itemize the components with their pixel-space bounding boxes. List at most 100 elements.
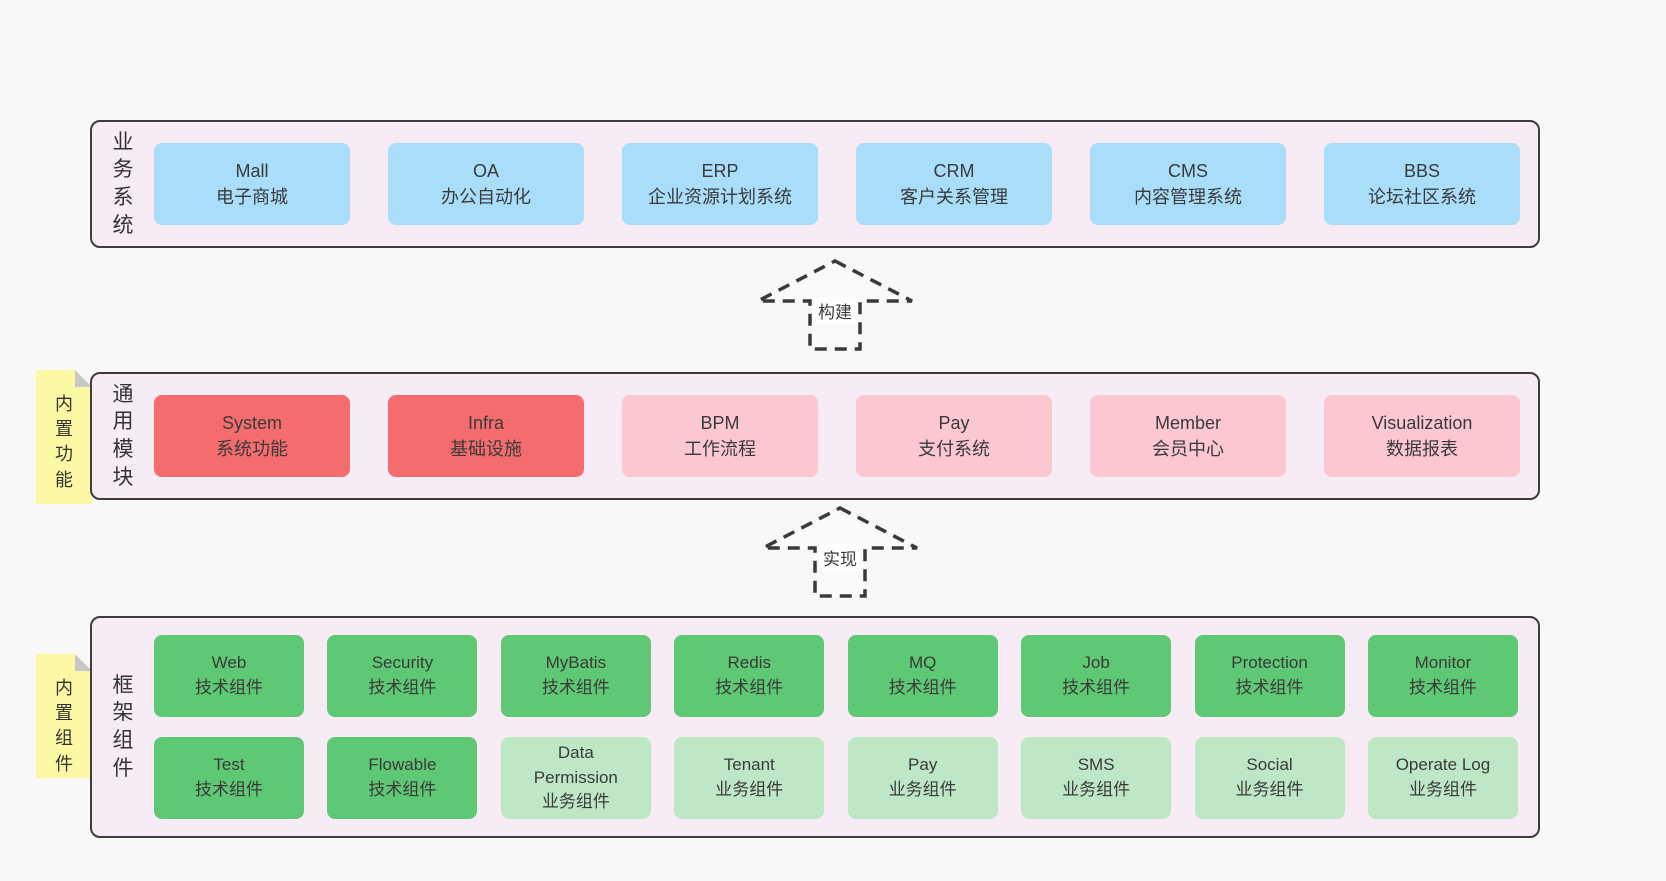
common-modules-layer: 通用模块 System 系统功能 Infra 基础设施 BPM 工作流程 Pay… (90, 372, 1540, 500)
box-title: Infra (467, 412, 505, 433)
box-title: SMS (1077, 755, 1115, 775)
box-title: Monitor (1414, 653, 1472, 673)
box-title: MQ (908, 653, 937, 673)
box-member: Member 会员中心 (1090, 395, 1286, 477)
built-in-components-note: 内置组件 (36, 654, 92, 778)
box-subtitle: 业务组件 (1408, 780, 1477, 799)
build-arrow-label: 构建 (814, 297, 856, 324)
box-title: Mall (235, 160, 269, 181)
box-security: Security 技术组件 (327, 635, 478, 717)
box-title: CRM (933, 160, 975, 181)
box-mall: Mall 电子商城 (154, 143, 350, 225)
box-subtitle: 技术组件 (888, 678, 957, 697)
box-title: Visualization (1371, 412, 1473, 433)
box-subtitle: 会员中心 (1152, 439, 1224, 459)
framework-components-label: 框架组件 (92, 618, 154, 836)
box-title: System (221, 412, 282, 433)
box-subtitle: 业务组件 (888, 780, 957, 799)
box-subtitle: 企业资源计划系统 (648, 187, 792, 207)
box-title: Operate Log (1395, 755, 1491, 775)
box-subtitle: 基础设施 (450, 439, 522, 459)
box-erp: ERP 企业资源计划系统 (622, 143, 818, 225)
box-title: Flowable (368, 755, 437, 775)
box-subtitle: 业务组件 (1062, 780, 1131, 799)
box-title: Social (1246, 755, 1293, 775)
box-test: Test 技术组件 (154, 737, 304, 819)
business-systems-boxes: Mall 电子商城 OA 办公自动化 ERP 企业资源计划系统 CRM 客户关系… (154, 122, 1538, 246)
box-title: Tenant (723, 755, 775, 775)
box-tenant: Tenant 业务组件 (674, 737, 825, 819)
box-subtitle: 技术组件 (1235, 678, 1304, 697)
box-title: Test (213, 755, 245, 775)
box-title: Pay (908, 755, 938, 775)
built-in-features-note: 内置功能 (36, 370, 92, 504)
box-title: ERP (701, 160, 739, 181)
box-subtitle: 业务组件 (541, 792, 610, 812)
note-text: 内置功能 (55, 394, 73, 490)
implement-arrow-label: 实现 (819, 544, 861, 571)
build-arrow: 构建 (750, 257, 920, 353)
box-redis: Redis 技术组件 (674, 635, 825, 717)
box-subtitle: 论坛社区系统 (1368, 187, 1476, 207)
box-subtitle: 技术组件 (541, 678, 610, 697)
box-subtitle: 内容管理系统 (1134, 187, 1242, 207)
box-title: MyBatis (545, 653, 607, 673)
framework-components-boxes: Web 技术组件 Security 技术组件 MyBatis 技术组件 Redi… (154, 618, 1538, 836)
box-subtitle: 业务组件 (1235, 780, 1304, 799)
common-modules-boxes: System 系统功能 Infra 基础设施 BPM 工作流程 Pay 支付系统… (154, 374, 1538, 498)
box-monitor: Monitor 技术组件 (1367, 635, 1518, 717)
box-social: Social 业务组件 (1194, 737, 1345, 819)
box-web: Web 技术组件 (154, 635, 304, 717)
box-subtitle: 工作流程 (684, 439, 756, 459)
box-bbs: BBS 论坛社区系统 (1324, 143, 1520, 225)
box-title: Pay (938, 412, 970, 433)
box-job: Job 技术组件 (1021, 635, 1172, 717)
box-title: BPM (700, 412, 740, 433)
box-oa: OA 办公自动化 (388, 143, 584, 225)
box-pay-component: Pay 业务组件 (847, 737, 998, 819)
box-subtitle: 电子商城 (216, 187, 288, 207)
box-title: BBS (1403, 160, 1441, 181)
box-protection: Protection 技术组件 (1194, 635, 1345, 717)
box-title: Web (211, 653, 247, 673)
box-pay-module: Pay 支付系统 (856, 395, 1052, 477)
box-data-permission: Data Permission 业务组件 (500, 737, 651, 819)
box-system: System 系统功能 (154, 395, 350, 477)
box-bpm: BPM 工作流程 (622, 395, 818, 477)
layer-label-text: 业务系统 (112, 130, 134, 237)
box-title: Security (371, 653, 434, 673)
box-infra: Infra 基础设施 (388, 395, 584, 477)
box-subtitle: 技术组件 (195, 678, 263, 697)
box-operate-log: Operate Log 业务组件 (1367, 737, 1518, 819)
box-cms: CMS 内容管理系统 (1090, 143, 1286, 225)
box-subtitle: 技术组件 (368, 780, 437, 799)
implement-arrow: 实现 (755, 504, 925, 600)
box-subtitle: 支付系统 (918, 439, 990, 459)
box-subtitle: 数据报表 (1386, 439, 1458, 459)
box-title: OA (472, 160, 499, 181)
box-subtitle: 办公自动化 (441, 187, 531, 207)
layer-label-text: 框架组件 (112, 673, 134, 780)
box-subtitle: 技术组件 (368, 678, 437, 697)
box-subtitle: 技术组件 (195, 780, 263, 799)
box-title: Member (1154, 412, 1221, 433)
box-title: Data Permission (533, 743, 618, 787)
box-sms: SMS 业务组件 (1021, 737, 1172, 819)
box-title: Protection (1231, 653, 1308, 673)
box-flowable: Flowable 技术组件 (327, 737, 478, 819)
common-modules-label: 通用模块 (92, 374, 154, 498)
box-crm: CRM 客户关系管理 (856, 143, 1052, 225)
business-systems-label: 业务系统 (92, 122, 154, 246)
box-mybatis: MyBatis 技术组件 (500, 635, 651, 717)
box-mq: MQ 技术组件 (847, 635, 998, 717)
layer-label-text: 通用模块 (112, 382, 134, 489)
note-text: 内置组件 (55, 678, 73, 774)
box-title: CMS (1168, 160, 1208, 181)
box-title: Redis (727, 653, 771, 673)
box-subtitle: 技术组件 (1062, 678, 1131, 697)
box-subtitle: 客户关系管理 (900, 187, 1008, 207)
business-systems-layer: 业务系统 Mall 电子商城 OA 办公自动化 ERP 企业资源计划系统 CRM… (90, 120, 1540, 248)
box-subtitle: 技术组件 (1408, 678, 1477, 697)
box-subtitle: 系统功能 (216, 439, 288, 459)
